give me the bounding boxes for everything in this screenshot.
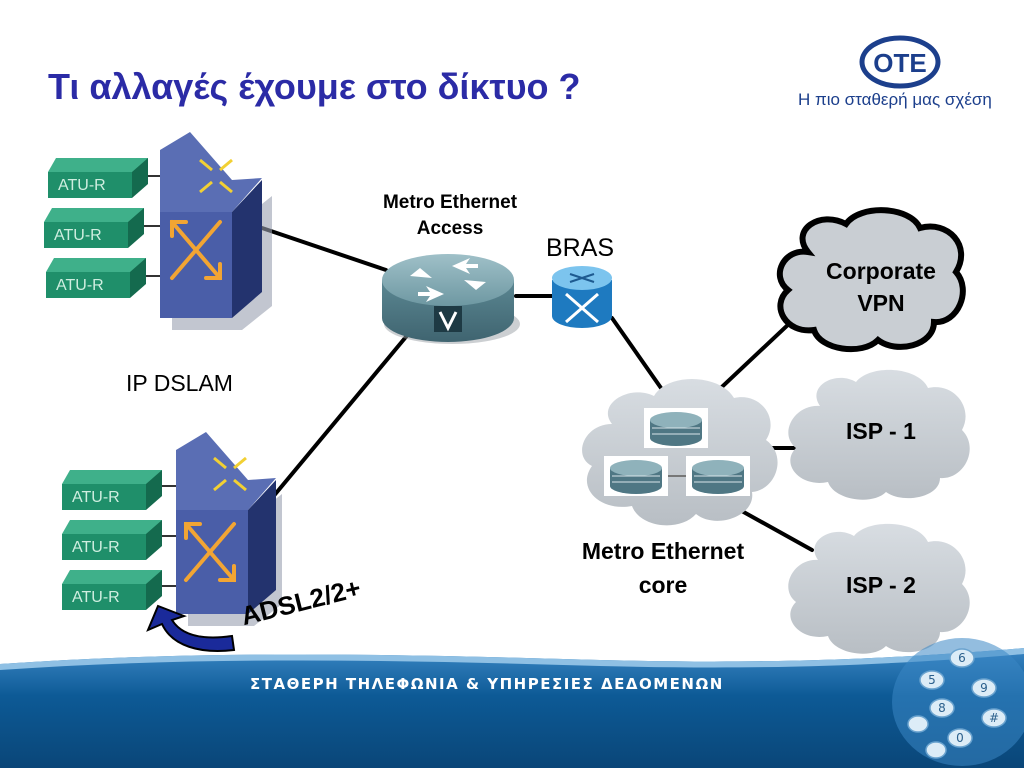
svg-text:5: 5 — [928, 673, 936, 687]
ip-dslam-bottom-icon — [176, 432, 282, 626]
atu-r-modem-icon — [44, 208, 144, 248]
metro-access-label-line1: Metro Ethernet — [382, 192, 518, 213]
ote-logo — [859, 35, 941, 89]
logo-tagline: Η πιο σταθερή μας σχέση — [798, 90, 992, 109]
corporate-vpn-cloud — [776, 207, 966, 353]
atu-r-modem-icon — [48, 158, 148, 198]
isp-2-label: ISP - 2 — [846, 572, 916, 598]
atu-r-label: ATU-R — [72, 539, 120, 556]
atu-r-label: ATU-R — [58, 177, 106, 194]
keypad-decoration-icon: 5 6 9 8 # 0 — [892, 638, 1024, 766]
isp-1-cloud — [788, 369, 970, 500]
metro-core-cloud — [582, 378, 778, 526]
metro-access-label-line2: Access — [416, 218, 484, 239]
atu-r-modems-top — [44, 158, 148, 298]
atu-r-modem-icon — [46, 258, 146, 298]
logo-brand: OTE — [873, 48, 927, 78]
atu-r-label: ATU-R — [54, 227, 102, 244]
atu-r-modem-icon — [62, 570, 162, 610]
curved-arrow-icon — [146, 604, 236, 652]
metro-core-label-line1: Metro Ethernet — [581, 538, 745, 564]
core-router-icon-left — [604, 456, 668, 496]
atu-r-label: ATU-R — [72, 489, 120, 506]
svg-text:0: 0 — [956, 731, 964, 745]
svg-text:9: 9 — [980, 681, 988, 695]
metro-access-router-icon — [382, 254, 520, 344]
isp-2-cloud — [788, 523, 970, 654]
core-router-icon-top — [644, 408, 708, 448]
ip-dslam-top-icon — [160, 132, 272, 330]
atu-r-label: ATU-R — [56, 277, 104, 294]
svg-text:#: # — [989, 711, 999, 725]
atu-r-modems-bottom — [62, 470, 162, 610]
corporate-vpn-label-line1: Corporate — [826, 258, 936, 284]
core-router-icon-right — [686, 456, 750, 496]
atu-r-label: ATU-R — [72, 589, 120, 606]
bras-label: BRAS — [546, 234, 615, 262]
ip-dslam-label: IP DSLAM — [126, 370, 233, 396]
atu-r-modem-icon — [62, 520, 162, 560]
svg-text:8: 8 — [938, 701, 946, 715]
corporate-vpn-label-line2: VPN — [857, 290, 905, 316]
bras-switch-icon — [552, 266, 612, 328]
isp-1-label: ISP - 1 — [846, 418, 916, 444]
atu-r-modem-icon — [62, 470, 162, 510]
footer-band — [0, 648, 1024, 768]
svg-text:6: 6 — [958, 651, 966, 665]
footer-text: ΣΤΑΘΕΡΗ ΤΗΛΕΦΩΝΙΑ & ΥΠΗΡΕΣΙΕΣ ΔΕΔΟΜΕΝΩΝ — [250, 675, 724, 693]
slide-title: Τι αλλαγές έχουμε στο δίκτυο ? — [48, 66, 581, 107]
metro-core-label-line2: core — [638, 572, 688, 598]
